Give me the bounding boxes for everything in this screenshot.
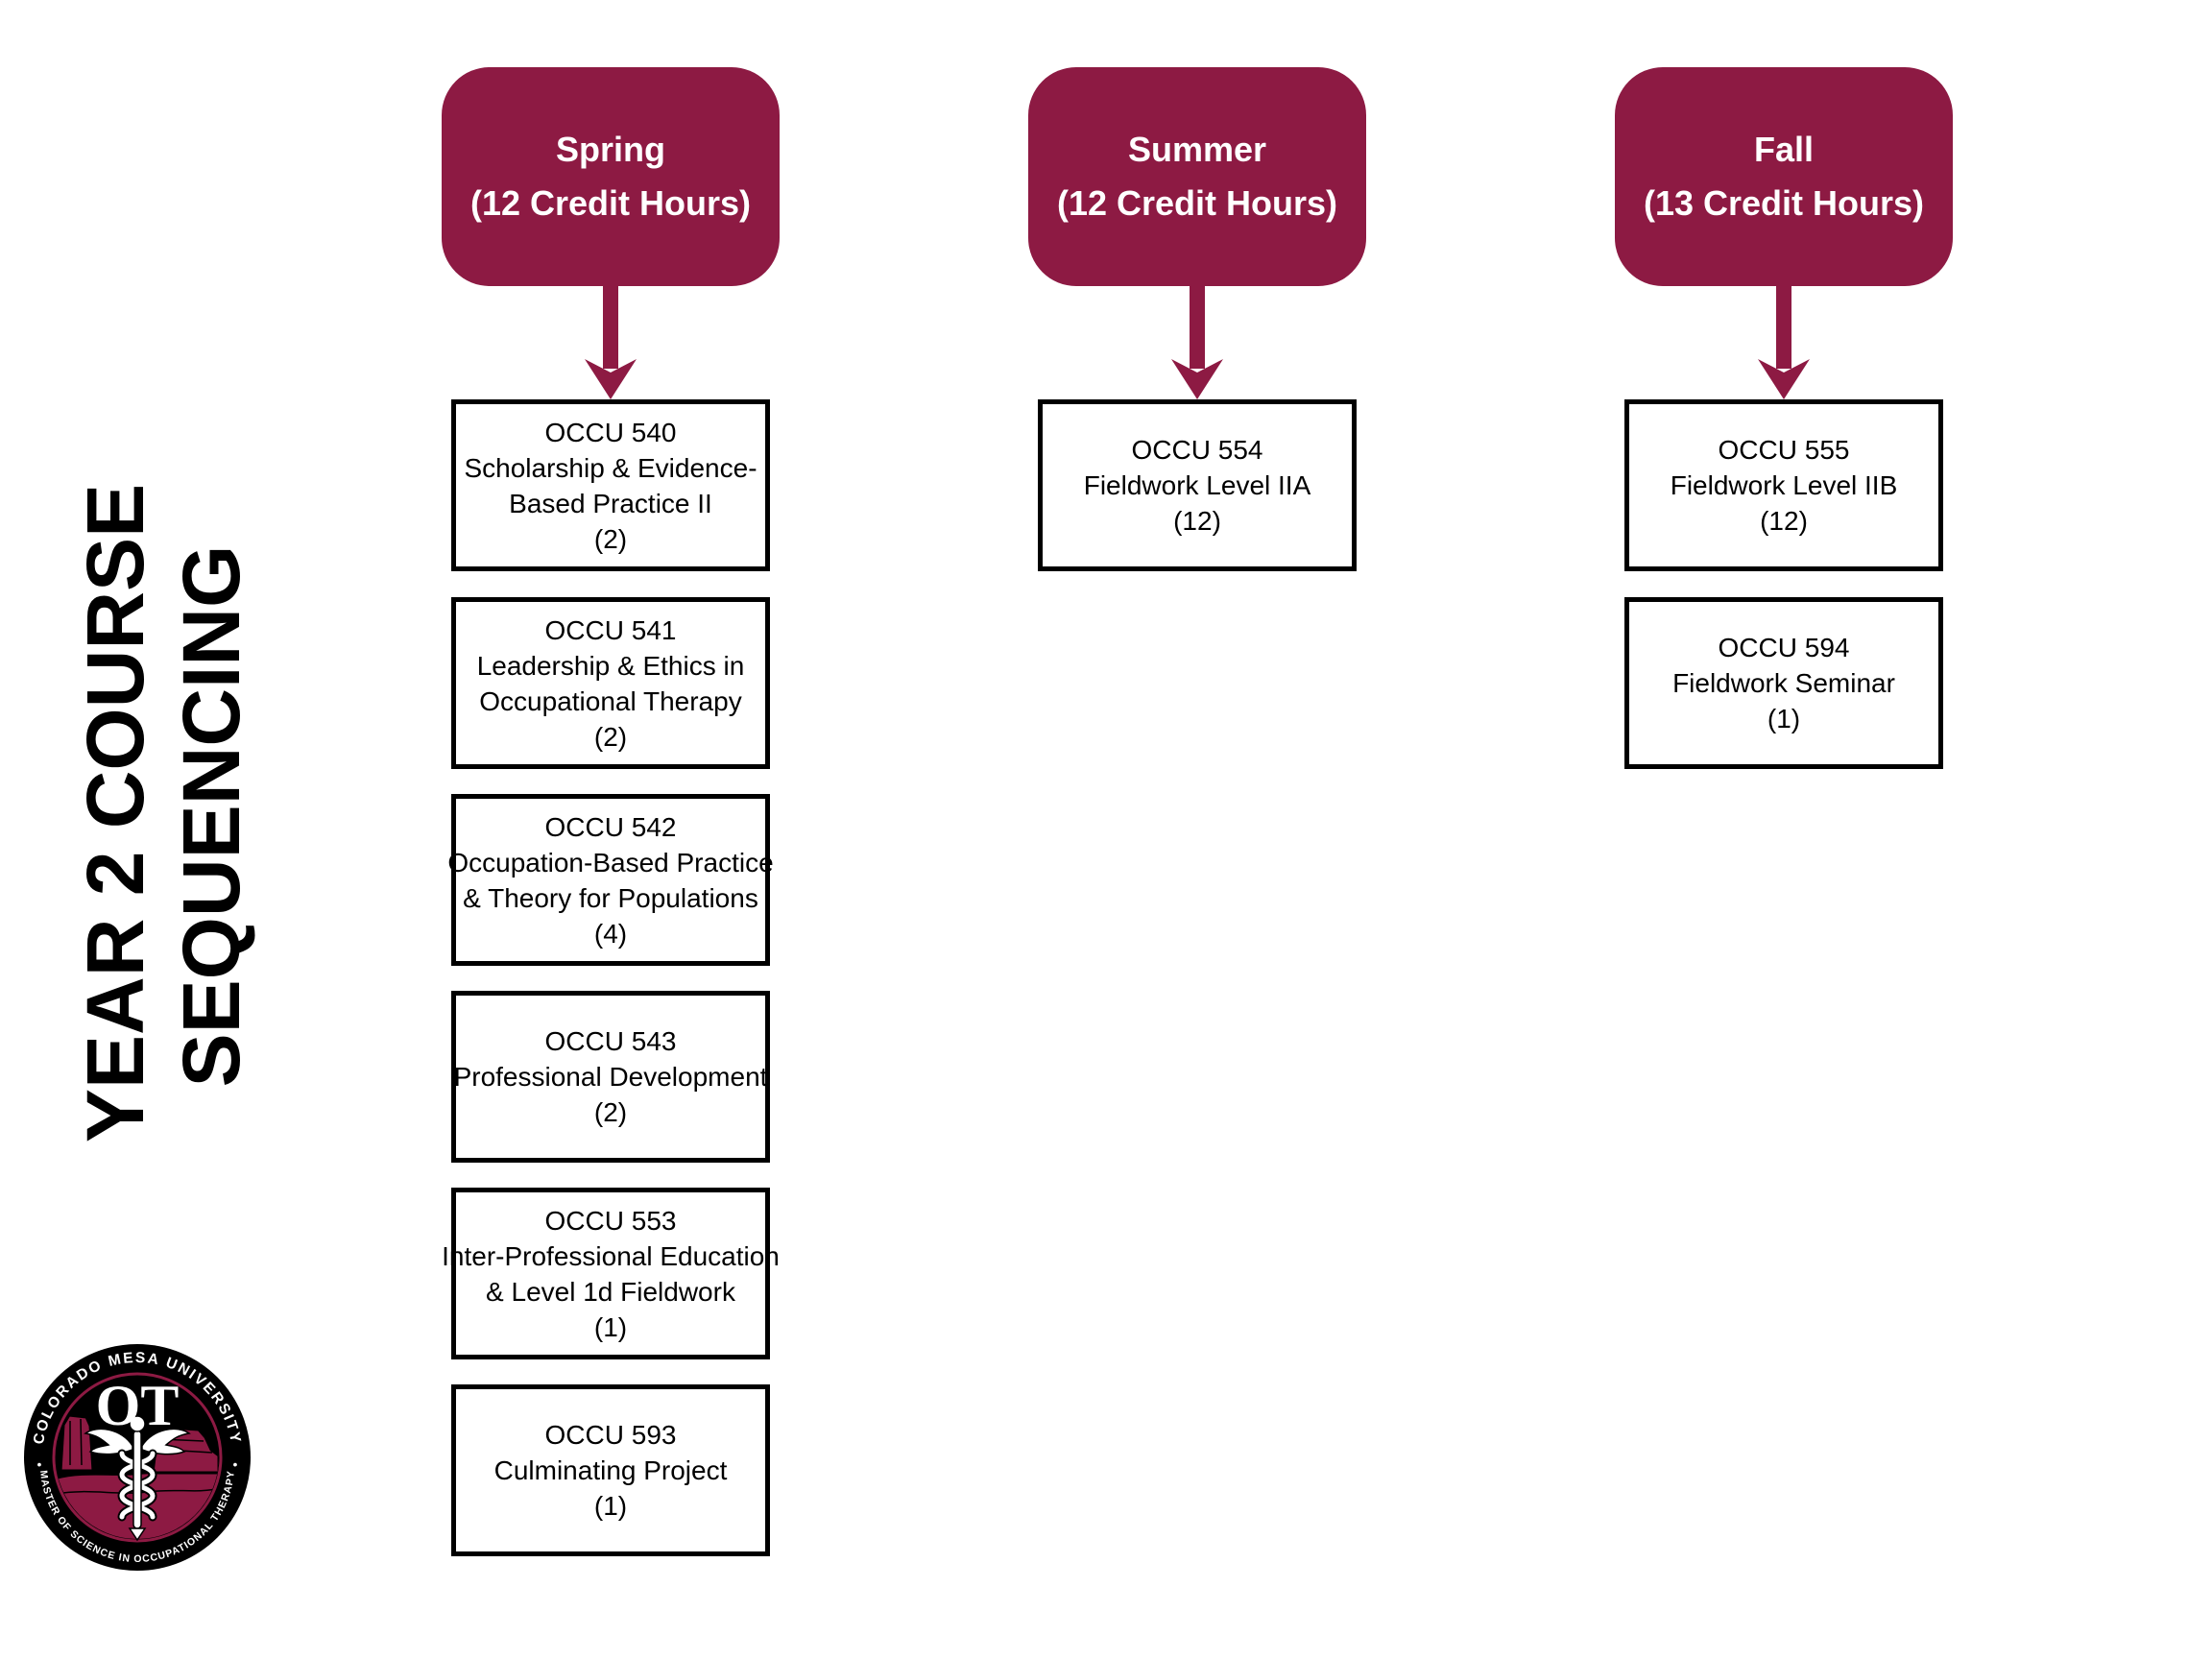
course-code: OCCU 553: [544, 1205, 677, 1236]
course-title-line: Leadership & Ethics in: [476, 650, 745, 681]
course-credits: (1): [593, 1311, 628, 1342]
course-box-occu541: OCCU 541 Leadership & Ethics in Occupati…: [451, 597, 770, 769]
course-box-occu553: OCCU 553 Inter-Professional Education & …: [442, 1188, 780, 1359]
course-title-line: Inter-Professional Education: [442, 1240, 780, 1271]
course-code: OCCU 540: [544, 417, 677, 447]
course-title-line: Fieldwork Level IIB: [1670, 470, 1898, 500]
caduceus-icon: [84, 1415, 190, 1542]
down-arrow-icon: [1171, 278, 1223, 399]
course-code: OCCU 593: [544, 1420, 677, 1450]
fall-header: Fall (13 Credit Hours): [1615, 67, 1953, 286]
course-box-occu554: OCCU 554 Fieldwork Level IIA (12): [1038, 399, 1357, 571]
course-credits: (4): [593, 918, 628, 949]
course-box-occu540: OCCU 540 Scholarship & Evidence- Based P…: [451, 399, 770, 571]
course-title-line: & Level 1d Fieldwork: [486, 1276, 735, 1307]
down-arrow-icon: [1758, 278, 1810, 399]
course-title-line: Professional Development: [453, 1062, 768, 1092]
course-credits: (1): [1767, 704, 1801, 733]
course-box-occu555: OCCU 555 Fieldwork Level IIB (12): [1624, 399, 1943, 571]
course-box-occu594: OCCU 594 Fieldwork Seminar (1): [1624, 597, 1943, 769]
page-title-line1: YEAR 2 COURSE: [70, 483, 160, 1142]
course-title-line: Fieldwork Seminar: [1672, 668, 1895, 698]
course-title-line: & Theory for Populations: [463, 882, 758, 913]
course-code: OCCU 541: [544, 614, 677, 645]
logo-monogram: OT: [96, 1374, 180, 1437]
ring-separator-dot: •: [37, 1456, 42, 1472]
course-credits: (12): [1173, 506, 1221, 536]
ring-separator-dot: •: [233, 1456, 238, 1472]
course-box-occu543: OCCU 543 Professional Development (2): [451, 991, 770, 1163]
spring-season-label: Spring: [556, 130, 665, 169]
course-box-occu542: OCCU 542 Occupation-Based Practice & The…: [447, 794, 774, 966]
course-title-line: Occupation-Based Practice: [447, 847, 774, 878]
page-title-line2: SEQUENCING: [166, 544, 256, 1088]
summer-credits-label: (12 Credit Hours): [1056, 183, 1338, 223]
course-title-line: Occupational Therapy: [479, 685, 742, 716]
page-title: YEAR 2 COURSE SEQUENCING: [67, 483, 259, 1142]
course-code: OCCU 594: [1718, 633, 1850, 662]
summer-header: Summer (12 Credit Hours): [1028, 67, 1366, 286]
course-title-line: Scholarship & Evidence-: [464, 452, 757, 483]
course-code: OCCU 542: [544, 811, 677, 842]
course-credits: (1): [593, 1491, 628, 1521]
course-title-line: Culminating Project: [493, 1455, 728, 1485]
course-credits: (2): [593, 523, 628, 554]
course-code: OCCU 554: [1131, 435, 1263, 465]
course-code: OCCU 543: [544, 1026, 677, 1056]
fall-season-label: Fall: [1753, 130, 1814, 169]
course-code: OCCU 555: [1718, 435, 1850, 465]
spring-header: Spring (12 Credit Hours): [442, 67, 780, 286]
course-title-line: Fieldwork Level IIA: [1083, 470, 1311, 500]
course-title-line: Based Practice II: [509, 488, 712, 518]
summer-season-label: Summer: [1127, 130, 1267, 169]
course-credits: (12): [1760, 506, 1808, 536]
cmu-ot-logo: OT COLORADO MESA UNIVERSITY MASTER OF SC…: [24, 1344, 251, 1571]
course-box-occu593: OCCU 593 Culminating Project (1): [451, 1384, 770, 1556]
spring-credits-label: (12 Credit Hours): [469, 183, 752, 223]
fall-credits-label: (13 Credit Hours): [1643, 183, 1925, 223]
course-credits: (2): [593, 1097, 628, 1127]
course-credits: (2): [593, 721, 628, 752]
down-arrow-icon: [585, 278, 637, 399]
